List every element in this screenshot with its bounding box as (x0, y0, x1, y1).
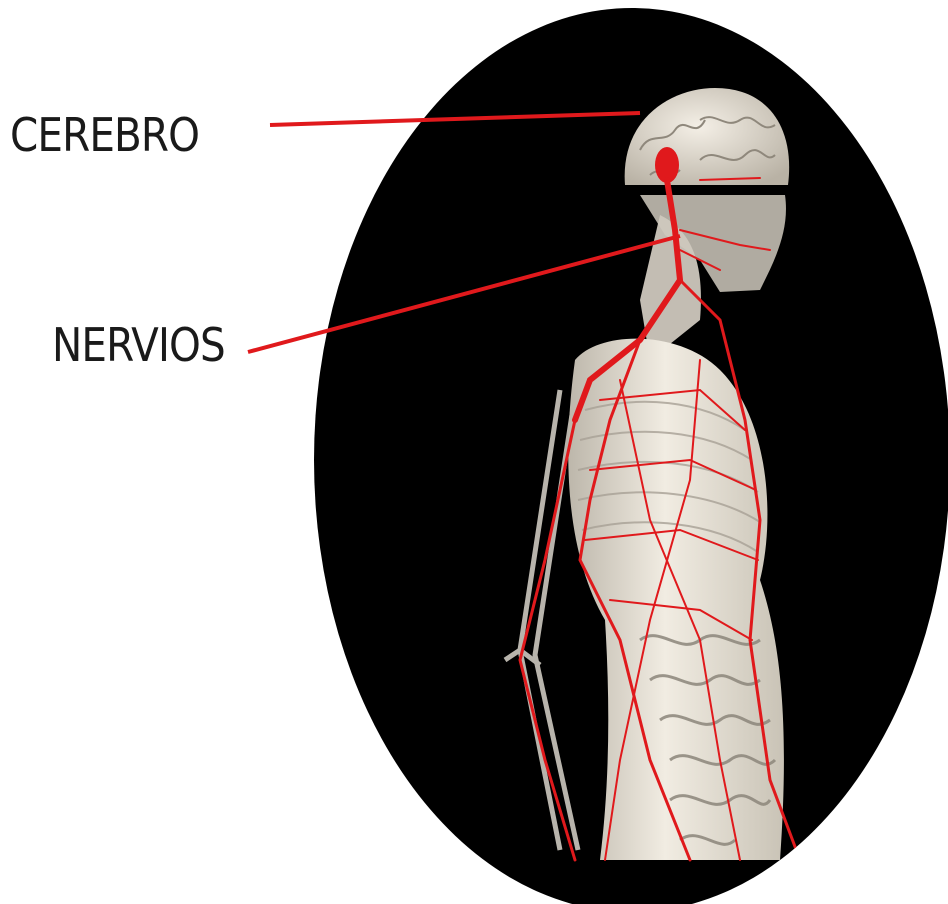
nerves-label: NERVIOS (52, 318, 225, 372)
brain-label: CEREBRO (10, 108, 199, 162)
brain-divider (620, 185, 792, 192)
